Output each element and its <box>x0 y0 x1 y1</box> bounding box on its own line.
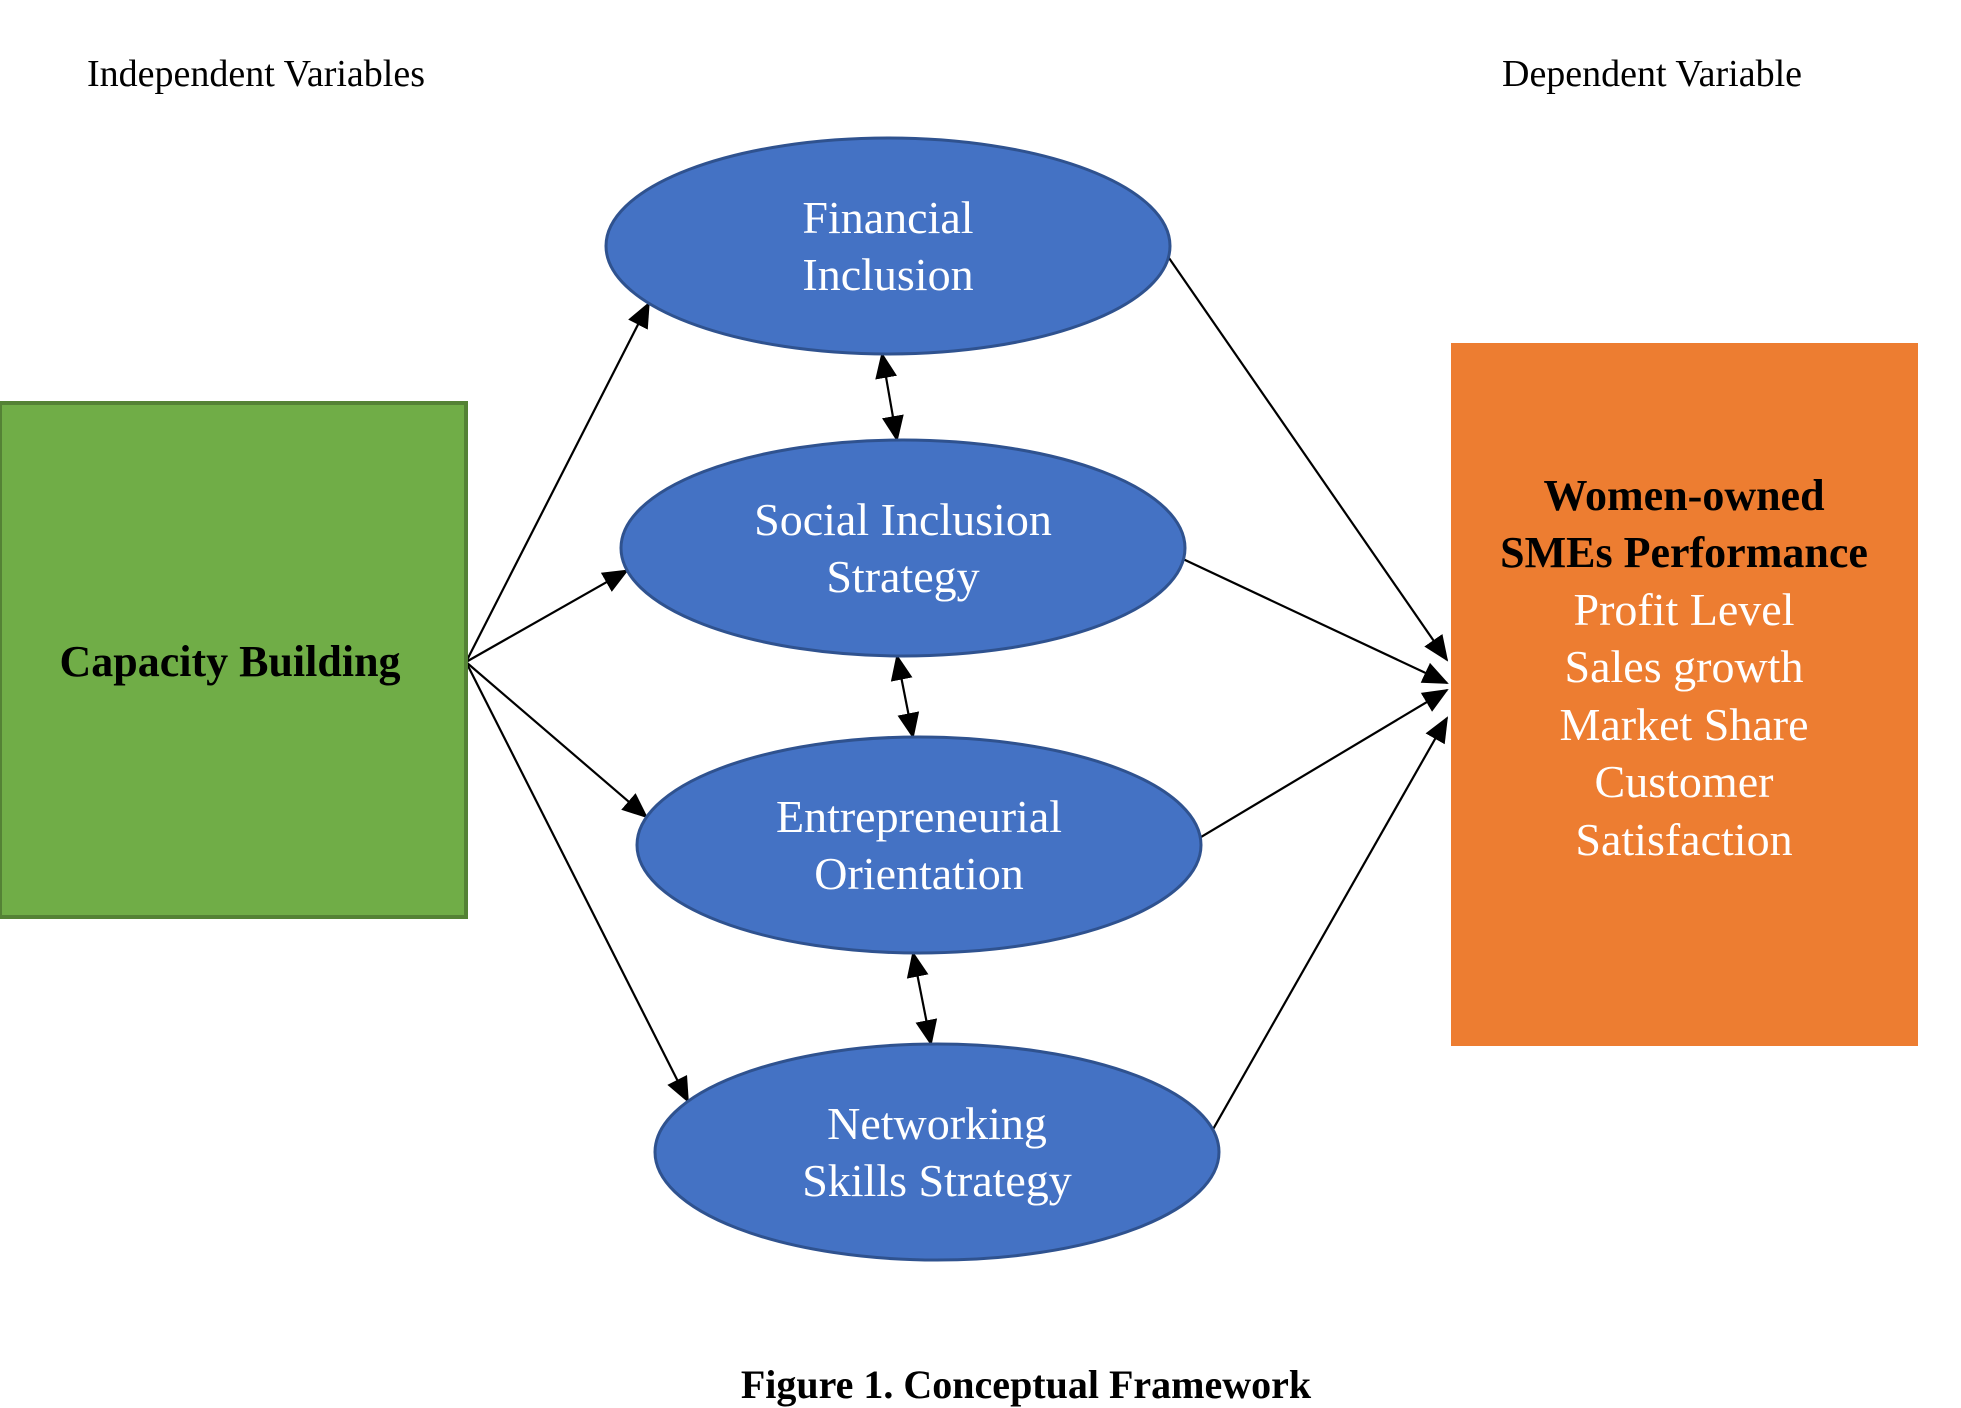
entrepreneurial-orientation-node: Entrepreneurial Orientation <box>635 735 1203 955</box>
financial-inclusion-label-line-2: Inclusion <box>802 249 973 300</box>
capacity-building-label: Capacity Building <box>59 637 400 686</box>
arrow-financial-inclusion-to-sme-performance <box>1167 256 1449 662</box>
bidirectional-arrow-entrepreneurial-orientation-networking-skills <box>906 951 938 1046</box>
capacity-building-node: Capacity Building <box>0 401 468 919</box>
sme-performance-item: Customer <box>1595 756 1774 807</box>
mediators-layer: Financial Inclusion Social Inclusion Str… <box>604 136 1221 1262</box>
entrepreneurial-orientation-label-line-1: Entrepreneurial <box>776 791 1062 842</box>
sme-performance-item: Satisfaction <box>1575 814 1792 865</box>
entrepreneurial-orientation-label-line-2: Orientation <box>814 848 1024 899</box>
arrow-social-inclusion-to-sme-performance <box>1182 558 1449 684</box>
arrow-capacity-building-to-networking-skills <box>465 661 689 1104</box>
sme-performance-item: Sales growth <box>1565 641 1804 692</box>
arrow-capacity-building-to-financial-inclusion <box>465 301 650 663</box>
bidirectional-arrow-social-inclusion-entrepreneurial-orientation <box>890 654 920 739</box>
networking-skills-label-line-1: Networking <box>827 1098 1047 1149</box>
arrow-capacity-building-to-social-inclusion <box>465 569 629 663</box>
sme-performance-item: Profit Level <box>1574 584 1795 635</box>
arrow-entrepreneurial-orientation-to-sme-performance <box>1199 688 1449 839</box>
dependent-variable-header: Dependent Variable <box>1502 53 1802 95</box>
financial-inclusion-label-line-1: Financial <box>802 192 973 243</box>
social-inclusion-label-line-1: Social Inclusion <box>754 494 1052 545</box>
networking-skills-ellipse <box>653 1042 1221 1262</box>
arrow-networking-skills-to-sme-performance <box>1211 716 1448 1131</box>
edges-layer <box>465 256 1449 1131</box>
sme-performance-title-line-2: SMEs Performance <box>1500 528 1868 577</box>
social-inclusion-node: Social Inclusion Strategy <box>619 438 1187 658</box>
entrepreneurial-orientation-ellipse <box>635 735 1203 955</box>
social-inclusion-ellipse <box>619 438 1187 658</box>
sme-performance-title-line-1: Women-owned <box>1543 471 1824 520</box>
sme-performance-box <box>1451 343 1918 1046</box>
networking-skills-label-line-2: Skills Strategy <box>802 1155 1072 1206</box>
independent-variables-header: Independent Variables <box>87 53 425 95</box>
arrow-capacity-building-to-entrepreneurial-orientation <box>465 661 649 819</box>
financial-inclusion-node: Financial Inclusion <box>604 136 1172 356</box>
capacity-building-box <box>0 401 468 919</box>
networking-skills-node: Networking Skills Strategy <box>653 1042 1221 1262</box>
financial-inclusion-ellipse <box>604 136 1172 356</box>
social-inclusion-label-line-2: Strategy <box>826 551 979 602</box>
sme-performance-item: Market Share <box>1559 699 1808 750</box>
sme-performance-node: Women-owned SMEs Performance Profit Leve… <box>1451 343 1918 1046</box>
figure-caption: Figure 1. Conceptual Framework <box>741 1362 1312 1407</box>
bidirectional-arrow-financial-inclusion-social-inclusion <box>875 352 904 442</box>
